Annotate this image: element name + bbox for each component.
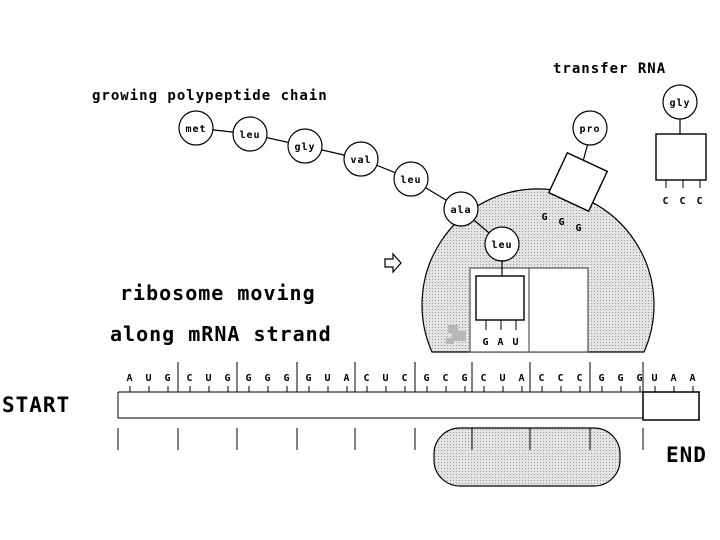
- codon-base: C: [557, 373, 564, 384]
- anticodon-base: C: [696, 196, 703, 207]
- trna-pro-amino-label: pro: [579, 124, 600, 135]
- anticodon-base: U: [512, 337, 519, 348]
- codon-base: A: [670, 373, 677, 384]
- codon-base: G: [423, 373, 430, 384]
- codon-base: C: [538, 373, 545, 384]
- anticodon-base: G: [541, 212, 548, 223]
- codon-base: C: [480, 373, 487, 384]
- codon-base: G: [461, 373, 468, 384]
- chain-label: growing polypeptide chain: [92, 88, 328, 104]
- end-label: END: [666, 443, 707, 467]
- codon-base: A: [343, 373, 350, 384]
- codon-base: A: [518, 373, 525, 384]
- codon-base: G: [283, 373, 290, 384]
- anticodon-base: C: [679, 196, 686, 207]
- moving-label-line1: ribosome moving: [120, 281, 316, 305]
- amino-acid-label: val: [350, 155, 371, 166]
- codon-base: G: [264, 373, 271, 384]
- direction-arrow-icon: [385, 254, 401, 272]
- ribosome-small-subunit: [434, 428, 620, 486]
- codon-base: A: [689, 373, 696, 384]
- amino-acid-label: leu: [491, 240, 512, 251]
- moving-label-line2: along mRNA strand: [110, 322, 332, 346]
- amino-acid-label: met: [185, 124, 206, 135]
- anticodon-base: G: [575, 223, 582, 234]
- start-label: START: [2, 393, 70, 417]
- amino-acid-label: ala: [450, 205, 471, 216]
- anticodon-base: G: [482, 337, 489, 348]
- codon-base: G: [598, 373, 605, 384]
- trna-label: transfer RNA: [553, 61, 666, 77]
- codon-base: C: [363, 373, 370, 384]
- codon-base: G: [245, 373, 252, 384]
- amino-acid-label: gly: [294, 142, 315, 153]
- codon-base: U: [205, 373, 212, 384]
- codon-base: G: [617, 373, 624, 384]
- codon-base: U: [145, 373, 152, 384]
- codon-base: U: [324, 373, 331, 384]
- codon-base: C: [576, 373, 583, 384]
- codon-base: U: [651, 373, 658, 384]
- anticodon-base: C: [662, 196, 669, 207]
- codon-base: G: [164, 373, 171, 384]
- codon-base: C: [442, 373, 449, 384]
- codon-base: G: [305, 373, 312, 384]
- amino-acid-label: leu: [400, 175, 421, 186]
- codon-base: G: [224, 373, 231, 384]
- codon-base: G: [636, 373, 643, 384]
- amino-acid-label: leu: [239, 130, 260, 141]
- stop-codon-box: [643, 392, 699, 420]
- trna-gly-amino-label: gly: [669, 98, 690, 109]
- mrna-strand: [118, 392, 700, 420]
- codon-base: U: [499, 373, 506, 384]
- anticodon-base: G: [558, 217, 565, 228]
- anticodon-base: A: [497, 337, 504, 348]
- codon-base: C: [401, 373, 408, 384]
- codon-base: U: [382, 373, 389, 384]
- codon-base: C: [186, 373, 193, 384]
- codon-base: A: [126, 373, 133, 384]
